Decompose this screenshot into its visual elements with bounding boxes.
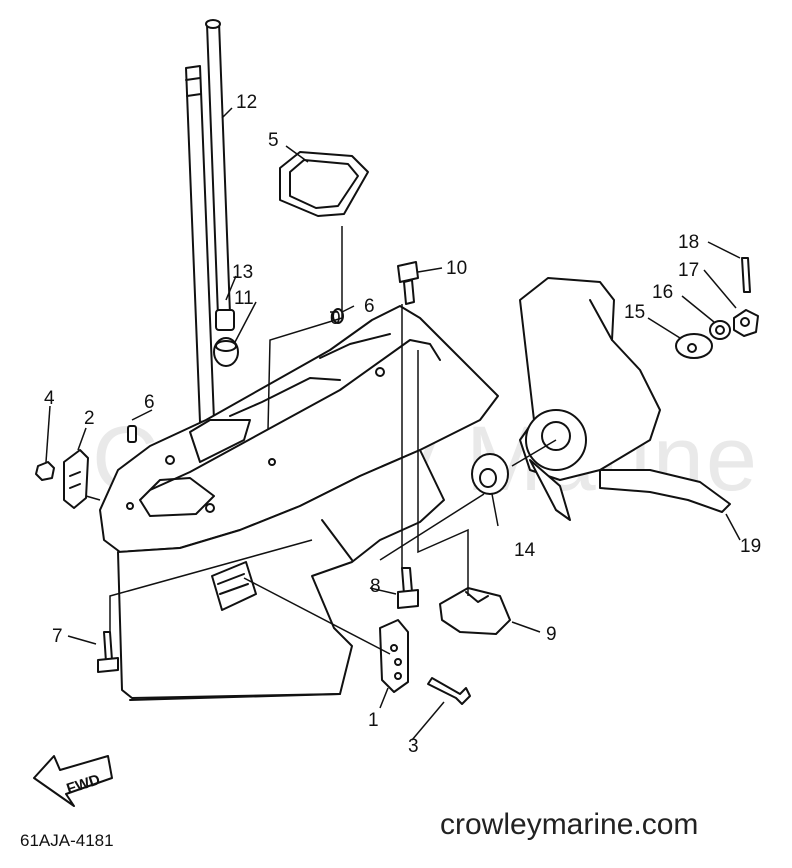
callout-labels: 12 5 13 11 0 6 10 6 4 2 7 8 1 3 9 14 19 … bbox=[44, 92, 761, 757]
callout-6-right: 6 bbox=[364, 296, 375, 317]
part-code: 61AJA-4181 bbox=[20, 831, 114, 850]
propeller bbox=[519, 277, 731, 521]
callout-19: 19 bbox=[740, 536, 761, 557]
trim-tab-recess bbox=[211, 561, 257, 611]
callout-2: 2 bbox=[84, 408, 95, 429]
callout-1: 1 bbox=[368, 710, 379, 731]
callout-6-left: 6 bbox=[144, 392, 155, 413]
callout-9: 9 bbox=[546, 624, 557, 645]
bolt-long bbox=[397, 567, 419, 609]
anode-side bbox=[63, 449, 89, 509]
callout-14: 14 bbox=[514, 540, 536, 561]
dowel-pin-left bbox=[127, 425, 137, 443]
callout-11: 11 bbox=[234, 288, 254, 309]
shift-rod-collar bbox=[215, 309, 235, 331]
callout-5: 5 bbox=[268, 130, 279, 151]
callout-13: 13 bbox=[232, 262, 253, 283]
anode-trim-tab bbox=[379, 619, 409, 693]
callout-12: 12 bbox=[236, 92, 257, 113]
gasket bbox=[279, 151, 369, 217]
bolt-front bbox=[97, 631, 119, 673]
callout-7: 7 bbox=[52, 626, 63, 647]
spacer bbox=[675, 333, 713, 359]
leader-lines bbox=[45, 107, 741, 741]
shift-rod bbox=[205, 19, 231, 317]
website-url: crowleymarine.com bbox=[440, 808, 698, 841]
anode-cap bbox=[439, 587, 511, 635]
callout-3: 3 bbox=[408, 736, 419, 757]
callout-16: 16 bbox=[652, 282, 673, 303]
lower-casing bbox=[99, 305, 499, 701]
nut bbox=[35, 461, 55, 481]
callout-10: 10 bbox=[446, 258, 467, 279]
callout-15: 15 bbox=[624, 302, 645, 323]
shift-rod-grommet bbox=[213, 337, 239, 367]
callout-0: 0 bbox=[330, 308, 341, 329]
anode-bolt bbox=[427, 677, 471, 705]
callout-18: 18 bbox=[678, 232, 699, 253]
cotter-pin bbox=[741, 257, 751, 293]
callout-17: 17 bbox=[678, 260, 699, 281]
washer bbox=[709, 320, 731, 340]
callout-4: 4 bbox=[44, 388, 55, 409]
bolt-top bbox=[397, 261, 419, 305]
propeller-nut bbox=[733, 309, 759, 337]
callout-8: 8 bbox=[370, 576, 381, 597]
forward-arrow: FWD bbox=[33, 755, 113, 807]
thrust-washer bbox=[471, 453, 509, 495]
